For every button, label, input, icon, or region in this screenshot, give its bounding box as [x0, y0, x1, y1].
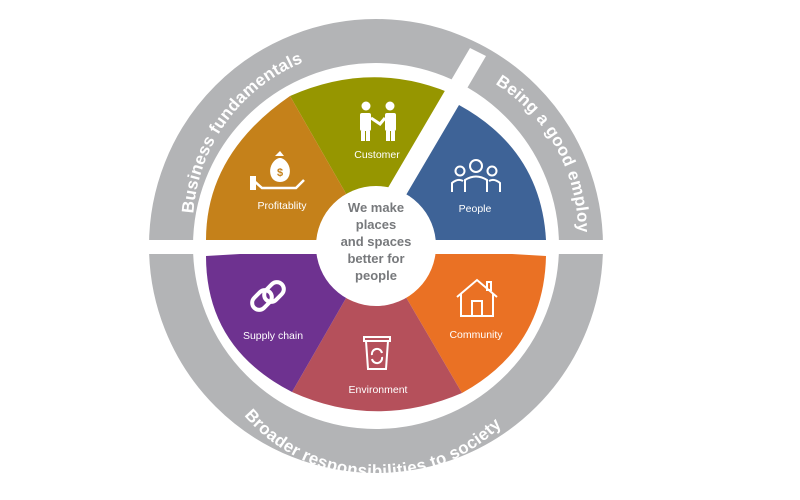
svg-text:better for: better for — [347, 251, 404, 266]
segment-customer — [290, 77, 459, 246]
segment-environment — [292, 246, 462, 412]
house-icon — [456, 278, 498, 317]
center-statement: We make places and spaces better for peo… — [341, 200, 412, 283]
segment-label-people: People — [459, 203, 492, 215]
center-circle — [316, 186, 436, 306]
group-people-icon — [451, 159, 501, 192]
segment-label-profitability: Profitablity — [257, 200, 307, 212]
diagonal-divider — [382, 48, 486, 206]
handshake-icon — [360, 101, 396, 141]
svg-text:and spaces: and spaces — [341, 234, 412, 249]
svg-text:We make: We make — [348, 200, 404, 215]
segment-label-customer: Customer — [354, 149, 400, 161]
recycle-bin-icon — [363, 336, 391, 370]
money-bag-hand-icon: $ — [250, 151, 305, 190]
chain-link-icon — [250, 280, 286, 312]
svg-text:places: places — [356, 217, 396, 232]
segment-label-supply-chain: Supply chain — [243, 330, 303, 342]
svg-text:people: people — [355, 268, 397, 283]
segment-label-community: Community — [449, 329, 503, 341]
segment-label-environment: Environment — [349, 384, 408, 396]
svg-text:$: $ — [277, 167, 283, 179]
